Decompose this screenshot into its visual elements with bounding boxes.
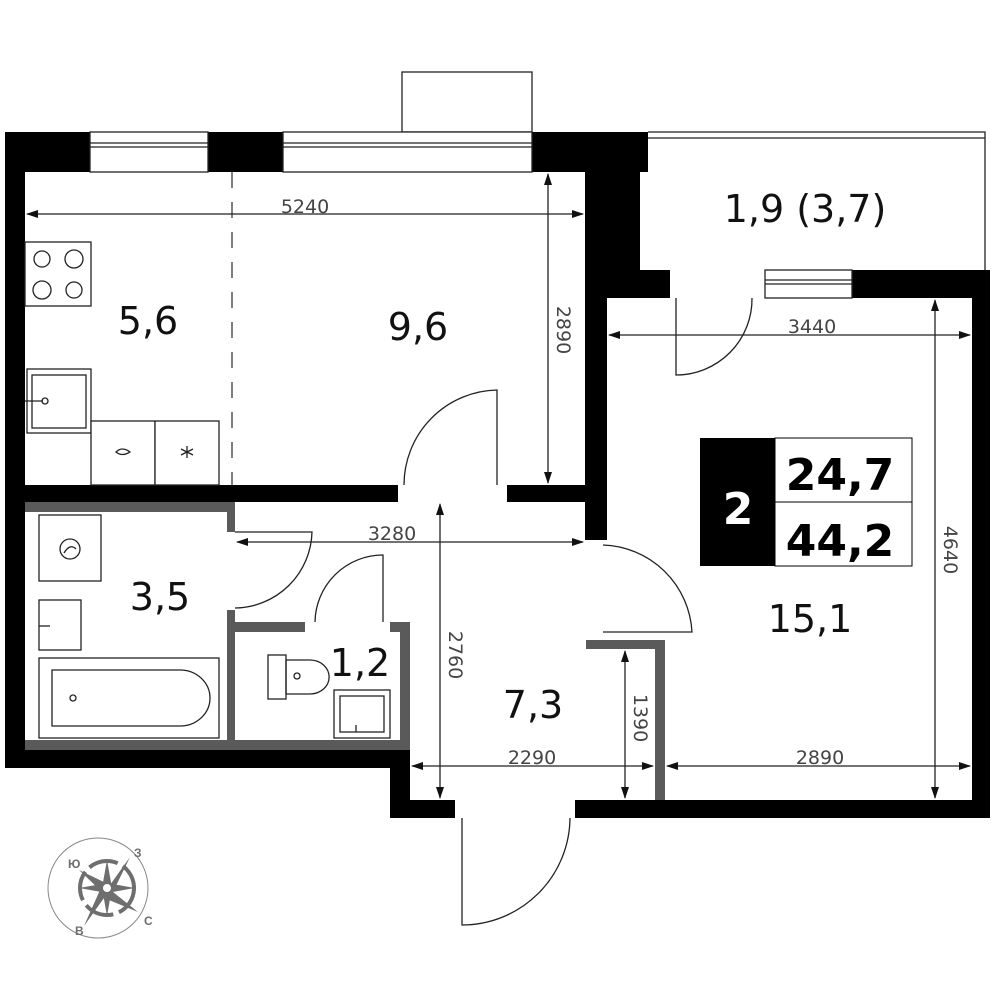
- dim-bedroom-width: 3440: [788, 316, 836, 338]
- dim-hall-height: 2760: [444, 631, 466, 679]
- dim-kitchen-height: 2890: [552, 306, 574, 354]
- partitions: [25, 502, 665, 800]
- apartment-badge: 2 24,7 44,2: [700, 437, 913, 567]
- room-area-balcony: 1,9 (3,7): [724, 187, 887, 231]
- windows: [89, 131, 853, 299]
- room-area-hall: 7,3: [503, 683, 563, 727]
- walls: [5, 132, 990, 818]
- total-area: 44,2: [786, 516, 895, 567]
- stove-icon: [24, 241, 92, 307]
- toilet-icon: [267, 654, 330, 700]
- compass-south: Ю: [68, 857, 80, 871]
- compass-icon: Ю З С В: [47, 837, 153, 939]
- compass-west: З: [134, 846, 142, 860]
- dim-hall-width: 3280: [368, 523, 416, 545]
- room-area-wc: 1,2: [330, 641, 390, 685]
- balcony-bump: [401, 71, 533, 133]
- room-area-living: 9,6: [388, 305, 448, 349]
- rooms-count: 2: [723, 484, 754, 535]
- washing-machine-icon: [38, 514, 102, 582]
- dim-closet: 1390: [629, 694, 651, 742]
- dishwasher-icon: [90, 420, 156, 486]
- living-area: 24,7: [786, 450, 895, 501]
- kitchen-sink-icon: [25, 368, 92, 434]
- dim-hall-bottom: 2290: [508, 747, 556, 769]
- room-area-kitchen: 5,6: [118, 299, 178, 343]
- doors: [234, 297, 753, 926]
- compass-north: С: [144, 914, 153, 928]
- bathtub-icon: [38, 657, 220, 739]
- dim-bedroom-bottom: 2890: [796, 747, 844, 769]
- room-area-bedroom: 15,1: [768, 597, 853, 641]
- washbasin-icon: [38, 599, 82, 651]
- wc-sink-icon: [333, 689, 391, 739]
- compass-east: В: [75, 924, 84, 938]
- room-area-bathroom: 3,5: [130, 575, 190, 619]
- dim-bedroom-height: 4640: [939, 526, 961, 574]
- dim-kitchen-width: 5240: [281, 196, 329, 218]
- fridge-icon: [154, 420, 220, 486]
- dimension-lines: [26, 173, 971, 799]
